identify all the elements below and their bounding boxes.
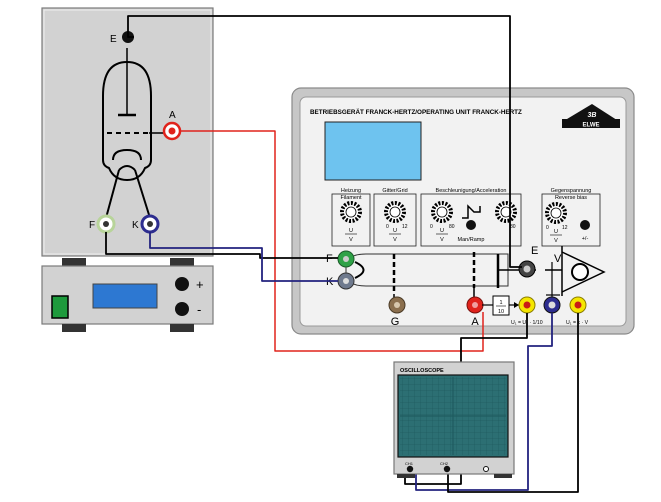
panel-label-a: A <box>471 316 479 328</box>
operating-unit: BETRIEBSGERÄT FRANCK-HERTZ/OPERATING UNI… <box>291 87 635 335</box>
oscilloscope: OSCILLOSCOPE CH1 CH2 <box>393 361 515 478</box>
scope-ch2-label: CH2 <box>440 461 449 466</box>
label-a: A <box>169 110 176 121</box>
svg-text:0: 0 <box>386 224 389 230</box>
svg-text:Beschleunigung/Acceleration: Beschleunigung/Acceleration <box>436 188 507 194</box>
svg-text:10: 10 <box>498 309 504 315</box>
psu-minus-label: - <box>197 302 201 317</box>
label-k: K <box>132 220 139 231</box>
svg-text:Gitter/Grid: Gitter/Grid <box>382 188 407 194</box>
wire-ground <box>415 313 553 491</box>
control-reverse-bias: Gegenspannung Reverse bias +/- 0 12 U V <box>541 188 601 247</box>
panel-label-k: K <box>326 276 334 288</box>
amplifier-symbol <box>545 246 606 300</box>
psu-display <box>92 283 158 309</box>
svg-text:80: 80 <box>449 224 455 230</box>
panel-label-v: V <box>554 253 562 265</box>
psu-jack-minus[interactable] <box>175 302 189 316</box>
svg-text:V: V <box>440 237 444 243</box>
scope-ch1-label: CH1 <box>405 461 414 466</box>
panel-label-g: G <box>391 316 400 328</box>
scope-jack-ch1[interactable] <box>406 465 414 473</box>
tube-housing: E A F K <box>41 7 214 257</box>
svg-text:12: 12 <box>562 225 568 231</box>
psu-plus-label: + <box>196 277 204 292</box>
brand-text: ELWE <box>582 123 599 129</box>
label-f: F <box>89 220 95 231</box>
svg-text:U: U <box>393 228 397 234</box>
man-ramp-button[interactable] <box>466 220 476 230</box>
lcd-display <box>324 121 422 181</box>
wiring <box>105 15 579 493</box>
svg-text:0: 0 <box>546 225 549 231</box>
svg-text:+/-: +/- <box>582 236 589 242</box>
scope-jack-ch2[interactable] <box>443 465 451 473</box>
svg-text:U: U <box>349 228 353 234</box>
wire-k <box>149 232 338 282</box>
elwe-logo: ELWE 3B <box>562 104 620 129</box>
svg-text:80: 80 <box>510 224 516 230</box>
psu-jack-plus[interactable] <box>175 277 189 291</box>
svg-text:V: V <box>349 237 353 243</box>
scope-title: OSCILLOSCOPE <box>400 368 444 374</box>
svg-text:1: 1 <box>499 300 502 306</box>
label-e: E <box>110 34 117 45</box>
panel-label-f: F <box>326 253 333 265</box>
device-title: BETRIEBSGERÄT FRANCK-HERTZ/OPERATING UNI… <box>310 108 522 116</box>
wire-ch2 <box>447 313 579 493</box>
svg-text:U: U <box>440 228 444 234</box>
power-switch[interactable] <box>51 295 69 319</box>
svg-text:0: 0 <box>430 224 433 230</box>
power-supply: + - <box>41 258 214 332</box>
control-filament: Heizung Filament U V <box>331 188 371 247</box>
svg-text:Man/Ramp: Man/Ramp <box>458 237 485 243</box>
svg-text:Gegenspannung: Gegenspannung <box>551 188 592 194</box>
control-grid: Gitter/Grid 0 12 U V <box>373 188 417 247</box>
polarity-button[interactable] <box>580 220 590 230</box>
svg-text:U: U <box>554 229 558 235</box>
svg-text:Heizung: Heizung <box>341 188 361 194</box>
panel-tube-schematic <box>345 252 536 300</box>
svg-text:3B: 3B <box>588 112 597 119</box>
wire-f <box>105 232 338 259</box>
ramp-symbol <box>462 204 481 219</box>
wire-e <box>127 15 522 268</box>
svg-text:Reverse bias: Reverse bias <box>555 195 587 201</box>
svg-text:V: V <box>393 237 397 243</box>
divider-box: 1 10 <box>482 295 520 316</box>
svg-text:V: V <box>554 238 558 244</box>
svg-text:Filament: Filament <box>340 195 362 201</box>
svg-text:12: 12 <box>402 224 408 230</box>
panel-label-e: E <box>531 245 538 257</box>
scope-knob[interactable] <box>483 466 489 472</box>
